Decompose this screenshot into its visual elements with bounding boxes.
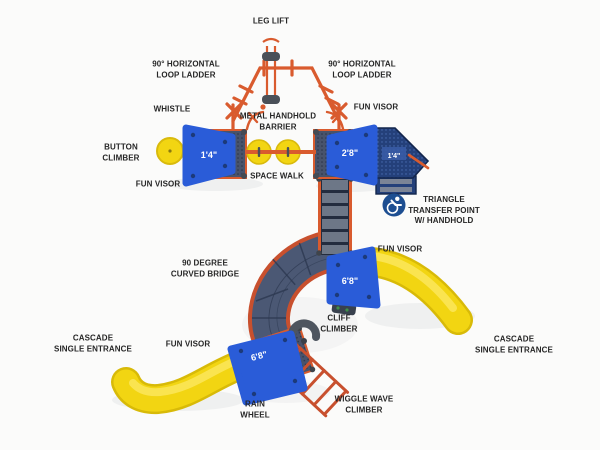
- label-fun-visor-left: FUN VISOR: [135, 179, 181, 189]
- label-space-walk: SPACE WALK: [250, 171, 304, 181]
- label-fun-visor-mid-right: FUN VISOR: [377, 244, 423, 254]
- label-cliff-climber: CLIFF CLIMBER: [320, 313, 358, 333]
- wheelchair-accessibility-icon: [382, 193, 406, 217]
- label-rain-wheel: RAIN WHEEL: [240, 399, 270, 419]
- straight-bridge: [316, 176, 354, 256]
- fun-visor-upper-right: [326, 124, 378, 186]
- rain-wheel: [288, 319, 321, 344]
- label-loop-ladder-right: 90° HORIZONTAL LOOP LADDER: [328, 59, 396, 79]
- label-metal-handhold-barrier: METAL HANDHOLD BARRIER: [239, 111, 317, 131]
- leg-lift: [262, 37, 280, 104]
- cascade-slide-right: [357, 247, 473, 335]
- label-curved-bridge: 90 DEGREE CURVED BRIDGE: [170, 258, 240, 278]
- label-cascade-right: CASCADE SINGLE ENTRANCE: [475, 334, 553, 354]
- slide-platform-bottom-height: 6'8": [250, 349, 268, 363]
- label-loop-ladder-left: 90° HORIZONTAL LOOP LADDER: [152, 59, 220, 79]
- label-fun-visor-bottom: FUN VISOR: [165, 339, 211, 349]
- right-platform-height: 2'8": [342, 148, 358, 158]
- label-triangle-transfer-point: TRIANGLE TRANSFER POINT W/ HANDHOLD: [408, 195, 480, 226]
- metal-handhold-barriers: [245, 110, 345, 131]
- label-wiggle-wave-climber: WIGGLE WAVE CLIMBER: [334, 394, 394, 414]
- label-button-climber: BUTTON CLIMBER: [102, 142, 140, 162]
- label-fun-visor-top-right: FUN VISOR: [353, 102, 399, 112]
- transfer-panel-height: 1'4": [388, 153, 401, 160]
- label-leg-lift: LEG LIFT: [252, 16, 290, 26]
- fun-visor-mid-right: [326, 246, 381, 309]
- fun-visor-left: [182, 124, 236, 187]
- left-platform-height: 1'4": [201, 150, 217, 160]
- slide-platform-right-height: 6'8": [342, 276, 358, 286]
- whistle: [260, 104, 266, 110]
- label-whistle: WHISTLE: [153, 104, 191, 114]
- fun-visor-bottom: [227, 330, 308, 406]
- space-walk: [246, 139, 316, 165]
- label-cascade-left: CASCADE SINGLE ENTRANCE: [54, 333, 132, 353]
- triangle-transfer-panel: [369, 127, 430, 195]
- cascade-slide-left: [111, 349, 258, 415]
- button-climber: [156, 137, 184, 165]
